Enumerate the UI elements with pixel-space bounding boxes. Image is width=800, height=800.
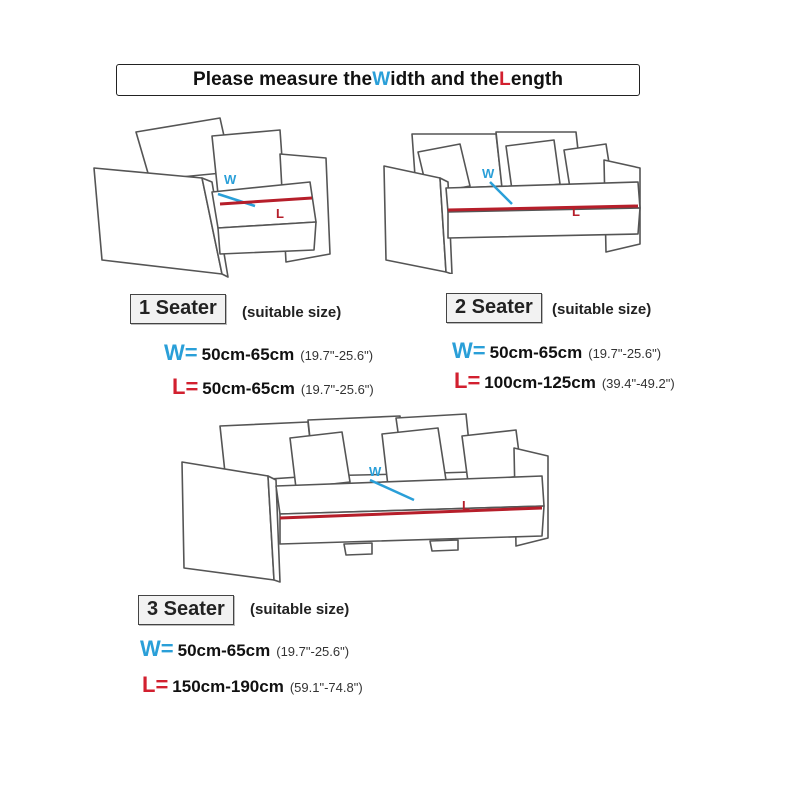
w-label: W (224, 172, 237, 187)
w-label: W (482, 166, 495, 181)
suitable-size-label: (suitable size) (242, 304, 342, 321)
w-value: 50cm-65cm (489, 343, 583, 362)
title-l-letter: L (499, 69, 511, 90)
title-prefix: Please measure the (192, 69, 373, 90)
l-label: L (572, 204, 580, 219)
title-l-rest: ength (510, 69, 564, 90)
width-measure-line (369, 478, 415, 502)
w-key: W= (164, 340, 198, 365)
w-inch: (19.7"-25.6") (588, 346, 662, 361)
l-value: 100cm-125cm (484, 373, 596, 392)
l-key: L= (454, 368, 481, 393)
length-spec-2: L=100cm-125cm (39.4"-49.2") (454, 368, 675, 394)
sofa-1-seater-illustration: W L (93, 117, 331, 278)
seater-tag-1: 1 Seater (130, 294, 226, 324)
l-inch: (59.1"-74.8") (289, 680, 363, 695)
l-label: L (462, 498, 470, 513)
l-inch: (19.7"-25.6") (300, 382, 374, 397)
width-spec-2: W=50cm-65cm (19.7"-25.6") (452, 338, 661, 364)
title-w-letter: W (372, 69, 391, 90)
w-key: W= (140, 636, 174, 661)
width-measure-line (489, 181, 513, 205)
l-key: L= (172, 374, 199, 399)
w-key: W= (452, 338, 486, 363)
length-spec-1: L=50cm-65cm (19.7"-25.6") (172, 374, 374, 400)
w-label: W (369, 464, 382, 479)
width-spec-3: W=50cm-65cm (19.7"-25.6") (140, 636, 349, 662)
page-title: Please measure the W idth and the L engt… (116, 64, 640, 96)
seater-tag-3: 3 Seater (138, 595, 234, 625)
seater-tag-2: 2 Seater (446, 293, 542, 323)
length-measure-line (219, 196, 313, 206)
l-key: L= (142, 672, 169, 697)
length-measure-line (279, 506, 543, 520)
length-measure-line (447, 204, 639, 212)
w-inch: (19.7"-25.6") (300, 348, 374, 363)
width-measure-line (217, 192, 256, 208)
length-spec-3: L=150cm-190cm (59.1"-74.8") (142, 672, 363, 698)
l-inch: (39.4"-49.2") (601, 376, 675, 391)
l-label: L (276, 206, 284, 221)
w-value: 50cm-65cm (201, 345, 295, 364)
l-value: 150cm-190cm (172, 677, 284, 696)
w-inch: (19.7"-25.6") (276, 644, 350, 659)
w-value: 50cm-65cm (177, 641, 271, 660)
sofa-3-seater-illustration: W L (181, 413, 549, 583)
title-w-rest: idth and the (390, 69, 500, 90)
l-value: 50cm-65cm (202, 379, 295, 398)
width-spec-1: W=50cm-65cm (19.7"-25.6") (164, 340, 373, 366)
suitable-size-label: (suitable size) (552, 301, 652, 318)
suitable-size-label: (suitable size) (250, 601, 350, 618)
sofa-2-seater-illustration: W L (383, 131, 641, 274)
